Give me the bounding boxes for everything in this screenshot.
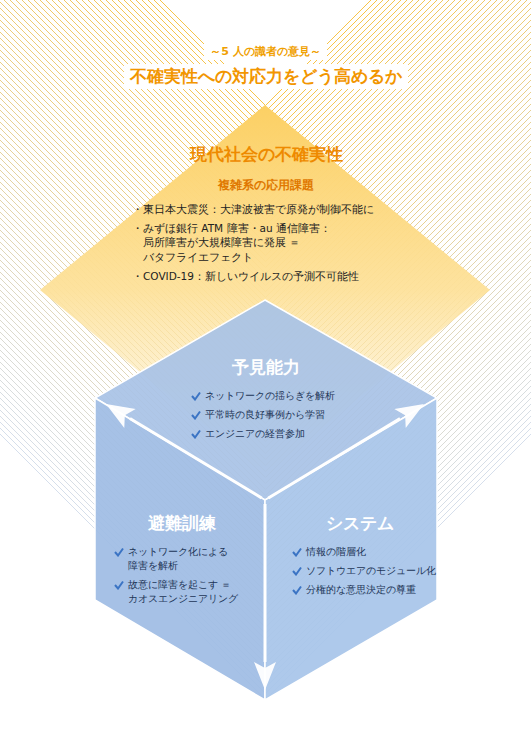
check-mark <box>191 391 201 401</box>
bullet-text: 故意に障害を起こす ＝カオスエンジニアリング <box>128 578 258 606</box>
bullet-row: 平常時の良好事例から学習 <box>183 408 349 422</box>
check-stroke <box>192 431 200 438</box>
check-stroke <box>293 568 301 575</box>
arrow-shaft <box>130 418 262 497</box>
bullet-text: ネットワークの揺らぎを解析 <box>205 389 335 403</box>
arrow-head <box>394 404 424 428</box>
node-heading: 現代社会の不確実性 <box>190 143 343 166</box>
bullet-row: 故意に障害を起こす ＝カオスエンジニアリング <box>106 578 258 606</box>
text-area: システム情報の階層化ソフトウエアのモジュール化分権的な意思決定の尊重 <box>284 512 436 602</box>
shape-fill <box>265 398 437 700</box>
bullet-row: ソフトウエアのモジュール化 <box>284 564 436 578</box>
text-area: 予見能力ネットワークの揺らぎを解析平常時の良好事例から学習エンジニアの経営参加 <box>183 356 349 446</box>
title: 不確実性への対応力をどう高めるか <box>124 64 408 89</box>
bullet-row: ・みずほ銀行 ATM 障害・au 通信障害： 局所障害が大規模障害に発展 ＝バタ… <box>132 221 400 265</box>
bullet-row: ・東日本大震災：大津波被害で原発が制御不能に <box>132 202 400 217</box>
arrow-shaft <box>264 504 267 662</box>
stripe-line <box>0 0 531 172</box>
node-heading: 予見能力 <box>232 356 300 379</box>
stripe-line <box>0 0 531 112</box>
drill-face: 避難訓練ネットワーク化による 障害を解析故意に障害を起こす ＝カオスエンジニアリ… <box>95 398 265 700</box>
arrow-head <box>254 662 276 690</box>
check-mark <box>191 410 201 420</box>
bullet-text: ・COVID-19：新しいウイルスの予測不可能性 <box>132 269 359 284</box>
stripe-line <box>0 20 531 286</box>
arrow-shaft <box>268 418 400 497</box>
bullet-text: 分権的な意思決定の尊重 <box>306 583 416 597</box>
arrow-head <box>106 404 136 428</box>
bullet-row: 複雑系の応用課題 <box>132 174 400 194</box>
check-mark <box>114 580 124 590</box>
check-mark <box>292 547 302 557</box>
heading-wrap: 現代社会の不確実性 <box>132 143 400 166</box>
text-area: 現代社会の不確実性複雑系の応用課題・東日本大震災：大津波被害で原発が制御不能に・… <box>132 143 400 287</box>
heading-wrap: システム <box>284 512 436 535</box>
node-heading: システム <box>326 512 394 535</box>
stripe-line <box>0 0 531 190</box>
bullet-row: 分権的な意思決定の尊重 <box>284 583 436 597</box>
stripe-line <box>0 0 531 178</box>
subtitle: ～5 人の識者の意見～ <box>204 43 326 60</box>
bullet-text: ソフトウエアのモジュール化 <box>306 564 436 578</box>
bullet-row: ネットワークの揺らぎを解析 <box>183 389 349 403</box>
bullet-text: エンジニアの経営参加 <box>205 427 305 441</box>
node-heading: 避難訓練 <box>148 512 216 535</box>
check-stroke <box>293 587 301 594</box>
check-stroke <box>115 549 123 556</box>
check-stroke <box>293 549 301 556</box>
bullet-text: ・東日本大震災：大津波被害で原発が制御不能に <box>132 202 374 217</box>
check-stroke <box>192 412 200 419</box>
text-area: 避難訓練ネットワーク化による 障害を解析故意に障害を起こす ＝カオスエンジニアリ… <box>106 512 258 611</box>
bullet-text: 平常時の良好事例から学習 <box>205 408 325 422</box>
bullet-row: ・COVID-19：新しいウイルスの予測不可能性 <box>132 269 400 284</box>
bullet-text: ・みずほ銀行 ATM 障害・au 通信障害： 局所障害が大規模障害に発展 ＝バタ… <box>132 221 400 265</box>
heading-wrap: 予見能力 <box>183 356 349 379</box>
bullet-row: エンジニアの経営参加 <box>183 427 349 441</box>
bullet-row: ネットワーク化による 障害を解析 <box>106 545 258 573</box>
check-stroke <box>192 393 200 400</box>
bullet-row: 情報の階層化 <box>284 545 436 559</box>
check-mark <box>114 547 124 557</box>
heading: ～5 人の識者の意見～ 不確実性への対応力をどう高めるか <box>0 40 531 89</box>
heading-wrap: 避難訓練 <box>106 512 258 535</box>
check-stroke <box>115 582 123 589</box>
node-subheading: 複雑系の応用課題 <box>218 177 314 194</box>
shape-fill <box>95 398 265 700</box>
check-mark <box>292 566 302 576</box>
check-mark <box>292 585 302 595</box>
stripe-line <box>0 0 531 124</box>
stripe-line <box>0 14 531 280</box>
bullet-text: ネットワーク化による 障害を解析 <box>128 545 258 573</box>
check-mark <box>191 429 201 439</box>
bullet-text: 情報の階層化 <box>306 545 366 559</box>
system-face: システム情報の階層化ソフトウエアのモジュール化分権的な意思決定の尊重 <box>265 398 437 700</box>
